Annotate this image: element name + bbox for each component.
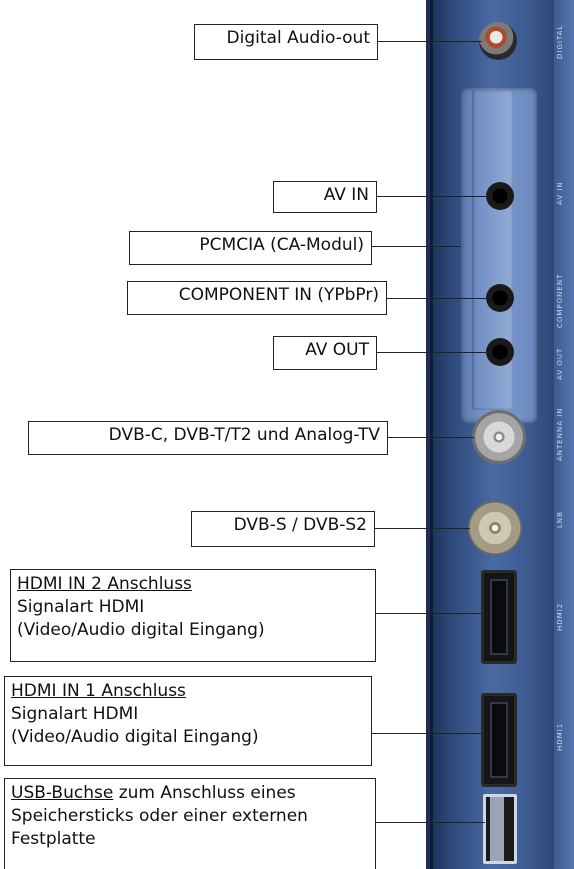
usb-line3: Festplatte — [11, 828, 96, 849]
av-out-port — [486, 338, 514, 366]
leader-digital-audio — [378, 41, 482, 42]
usb-line1-rest: zum Anschluss eines — [113, 783, 296, 803]
label-av-out: AV OUT — [273, 336, 377, 370]
label-hdmi1: HDMI IN 1 Anschluss Signalart HDMI (Vide… — [4, 676, 372, 766]
edge-label-hdmi2: HDMI2 — [556, 602, 564, 632]
hdmi1-port — [481, 693, 517, 787]
label-av-in: AV IN — [273, 181, 377, 213]
hdmi1-line2: (Video/Audio digital Eingang) — [11, 726, 259, 747]
label-antenna: DVB-C, DVB-T/T2 und Analog-TV — [28, 421, 388, 455]
av-in-port — [486, 182, 514, 210]
leader-hdmi1 — [371, 733, 483, 734]
label-pcmcia: PCMCIA (CA-Modul) — [129, 231, 372, 265]
leader-usb — [375, 822, 485, 823]
edge-label-lnb: LNB — [556, 511, 564, 529]
label-digital-audio: Digital Audio-out — [194, 24, 378, 60]
edge-label-digital: DIGITAL — [556, 24, 564, 60]
usb-line2: Speichersticks oder einer externen — [11, 805, 308, 826]
leader-hdmi2 — [375, 613, 483, 614]
hdmi2-title: HDMI IN 2 Anschluss — [17, 574, 192, 594]
label-hdmi2: HDMI IN 2 Anschluss Signalart HDMI (Vide… — [10, 569, 376, 662]
usb-line1: USB-Buchse zum Anschluss eines — [11, 782, 369, 805]
satellite-coax-port — [468, 501, 522, 555]
digital-audio-port — [479, 22, 517, 60]
leader-component-in — [386, 298, 488, 299]
edge-label-av-out: AV OUT — [556, 347, 564, 381]
hdmi1-line1: Signalart HDMI — [11, 703, 139, 724]
leader-antenna — [387, 437, 474, 438]
label-usb: USB-Buchse zum Anschluss eines Speichers… — [4, 778, 376, 869]
usb-title: USB-Buchse — [11, 783, 114, 803]
hdmi2-line1: Signalart HDMI — [17, 596, 145, 617]
antenna-coax-port — [472, 410, 526, 464]
usb-port — [483, 794, 517, 864]
label-component-in: COMPONENT IN (YPbPr) — [127, 281, 387, 315]
leader-pcmcia — [371, 246, 461, 247]
edge-label-antenna-in: ANTENNA IN — [556, 407, 564, 461]
component-in-port — [486, 284, 514, 312]
hdmi2-port — [481, 570, 517, 664]
leader-av-out — [376, 352, 488, 353]
leader-satellite — [374, 528, 470, 529]
edge-label-component: COMPONENT — [556, 273, 564, 329]
hdmi1-title: HDMI IN 1 Anschluss — [11, 681, 186, 701]
leader-av-in — [376, 196, 488, 197]
edge-label-hdmi1: HDMI1 — [556, 722, 564, 752]
label-satellite: DVB-S / DVB-S2 — [191, 511, 375, 547]
edge-label-av-in: AV IN — [556, 181, 564, 205]
hdmi2-line2: (Video/Audio digital Eingang) — [17, 619, 265, 640]
